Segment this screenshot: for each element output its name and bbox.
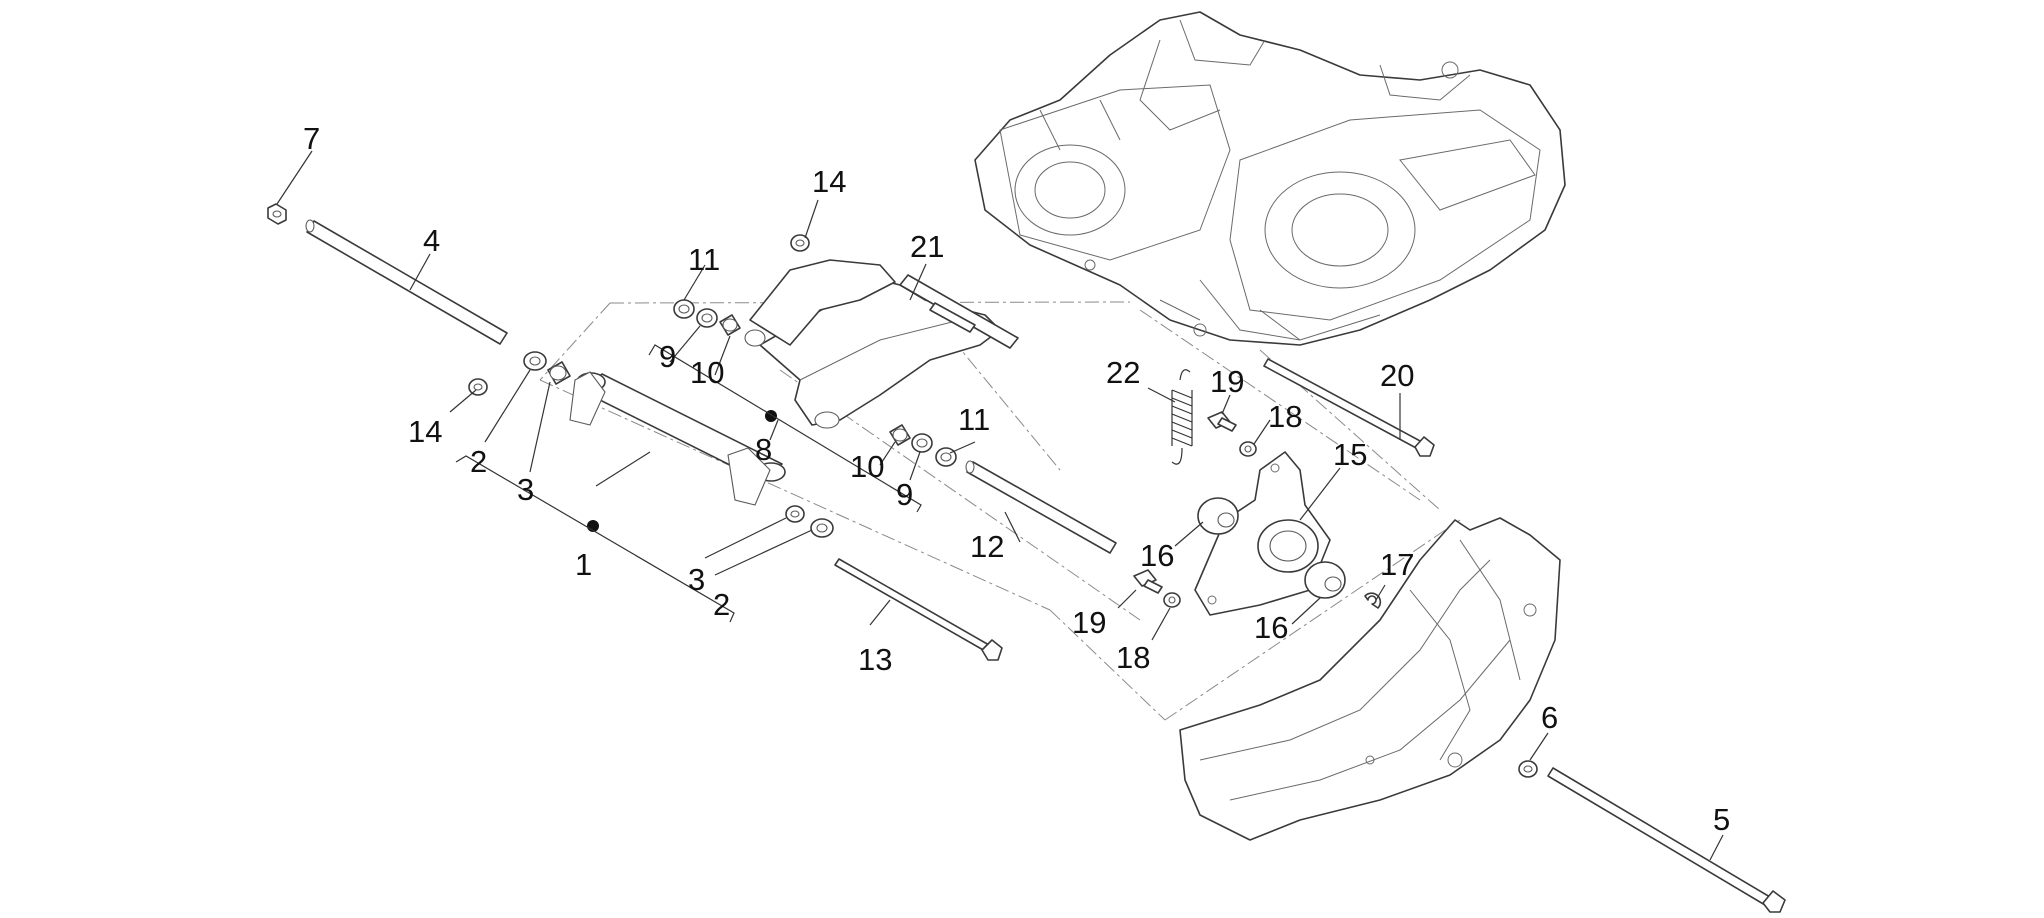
callout-18: 18: [1116, 640, 1150, 675]
part-17-circlip: [1364, 592, 1382, 609]
callout-16: 16: [1254, 610, 1288, 645]
part-16-mount-lower: [1304, 561, 1346, 599]
part-2-bearing-left: [523, 351, 547, 371]
part-3-spacer-right: [785, 505, 805, 523]
part-22-spring: [1171, 369, 1193, 465]
part-18-washer-upper: [1239, 441, 1257, 457]
callout-3: 3: [517, 472, 534, 507]
callout-22: 22: [1106, 355, 1140, 390]
group-bracket-1: [455, 455, 735, 623]
leader-lines: [276, 150, 1724, 861]
part-11-washer-upper: [673, 299, 695, 319]
part-10-spacer-upper: [719, 314, 741, 336]
part-19-bolt-lower: [1133, 569, 1163, 594]
callout-15: 15: [1333, 437, 1367, 472]
callout-8: 8: [755, 432, 772, 467]
group-bracket-8: [648, 344, 922, 513]
part-15-bracket-plate: [1194, 451, 1331, 616]
callout-2: 2: [470, 444, 487, 479]
callout-13: 13: [858, 642, 892, 677]
callout-7: 7: [303, 121, 320, 156]
callout-2: 2: [713, 587, 730, 622]
callout-14: 14: [812, 164, 846, 199]
callout-1: 1: [575, 547, 592, 582]
part-3-spacer-left: [547, 361, 571, 385]
part-13-bolt: [834, 558, 1003, 661]
part-1-swingarm-tube: [569, 371, 786, 506]
part-6-washer: [1518, 760, 1538, 778]
part-4-long-shaft: [305, 219, 508, 345]
part-10-spacer-lower: [889, 424, 911, 446]
callout-6: 6: [1541, 700, 1558, 735]
callout-19: 19: [1072, 605, 1106, 640]
part-12-pin: [965, 460, 1117, 554]
callout-11: 11: [688, 242, 720, 277]
part-21-stepped-pin: [899, 274, 1019, 349]
frame-section: [1179, 517, 1561, 841]
callout-11: 11: [958, 402, 990, 437]
part-14-nut-left: [468, 378, 488, 396]
callout-4: 4: [423, 223, 440, 258]
part-18-washer-lower: [1163, 592, 1181, 608]
callout-18: 18: [1268, 399, 1302, 434]
part-19-bolt-upper: [1207, 411, 1237, 432]
callout-17: 17: [1380, 547, 1414, 582]
callout-3: 3: [688, 562, 705, 597]
callout-10: 10: [850, 449, 884, 484]
callout-9: 9: [896, 477, 913, 512]
callout-21: 21: [910, 229, 944, 264]
callout-labels: 7 4 14 2 3 1 3 2 13 14 11 9 10 21 8 10 9…: [303, 121, 1730, 837]
callout-12: 12: [970, 529, 1004, 564]
part-9-bushing-lower: [911, 433, 933, 453]
callout-20: 20: [1380, 358, 1414, 393]
callout-14: 14: [408, 414, 442, 449]
engine-assembly: [974, 11, 1566, 346]
part-7-nut: [267, 203, 287, 225]
callout-16: 16: [1140, 538, 1174, 573]
part-14-nut-upper: [790, 234, 810, 252]
part-16-mount-upper: [1197, 497, 1239, 535]
callout-5: 5: [1713, 802, 1730, 837]
callout-9: 9: [659, 339, 676, 374]
part-9-bushing-upper: [696, 308, 718, 328]
part-11-washer-lower: [935, 447, 957, 467]
callout-10: 10: [690, 355, 724, 390]
callout-19: 19: [1210, 364, 1244, 399]
part-5-long-bolt: [1547, 767, 1786, 913]
assembly-guide-lines: [539, 299, 1461, 721]
part-2-bearing-right: [810, 518, 834, 538]
part-20-long-bolt: [1263, 358, 1435, 457]
